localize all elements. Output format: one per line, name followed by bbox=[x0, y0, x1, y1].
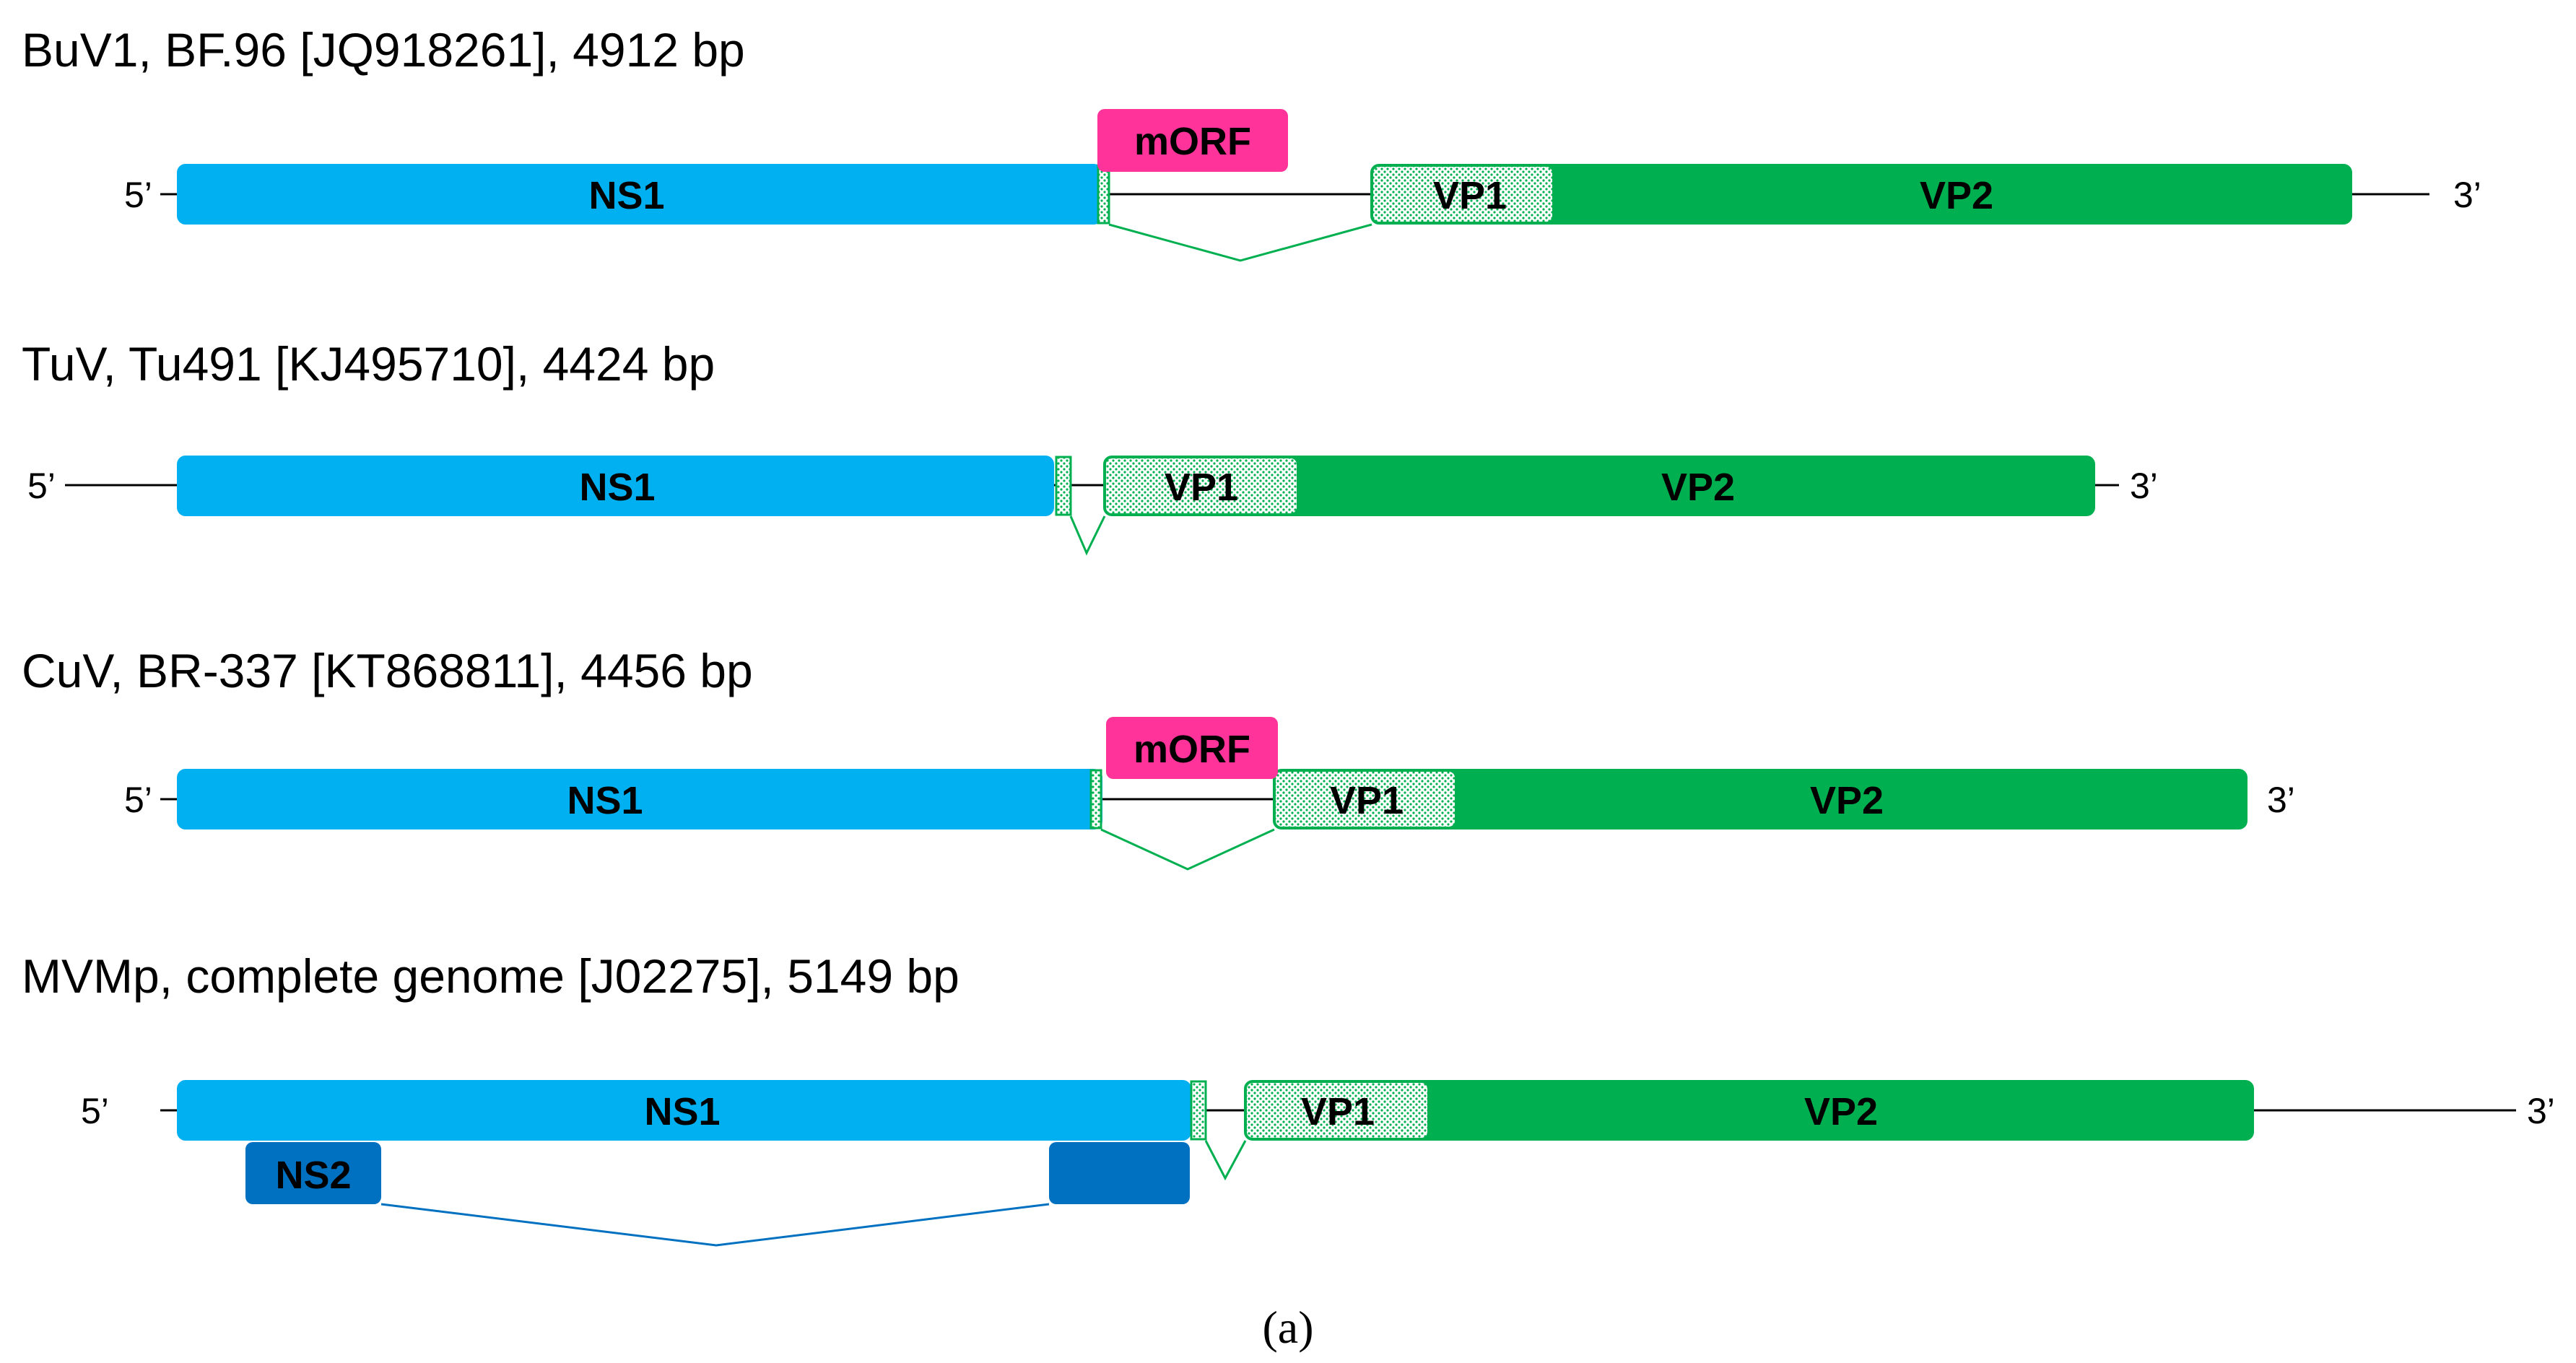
vp2-gene-bar bbox=[1105, 456, 2095, 516]
morf-label: mORF bbox=[1133, 728, 1250, 771]
vp1-splice-line bbox=[1100, 828, 1275, 871]
vp2-gene-bar bbox=[1274, 769, 2248, 829]
vp1-splice-line bbox=[1108, 223, 1372, 262]
vp2-label: VP2 bbox=[1810, 779, 1884, 822]
vp1-label: VP1 bbox=[1301, 1090, 1375, 1133]
vp1-first-exon bbox=[1089, 769, 1102, 829]
ns2-splice-line bbox=[380, 1203, 1050, 1247]
ns1-label: NS1 bbox=[579, 466, 655, 509]
vp2-gene-bar bbox=[1245, 1080, 2254, 1141]
vp2-gene-bar bbox=[1372, 164, 2352, 225]
genome-tuv: TuV, Tu491 [KJ495710], 4424 bp 5’ 3’ NS1… bbox=[22, 337, 2158, 556]
genome-title: BuV1, BF.96 [JQ918261], 4912 bp bbox=[22, 23, 745, 77]
genome-cuv: CuV, BR-337 [KT868811], 4456 bp 5’ 3’ NS… bbox=[22, 644, 2295, 871]
vp1-first-exon bbox=[1097, 164, 1110, 225]
morf-box bbox=[1106, 717, 1278, 779]
morf-label: mORF bbox=[1134, 120, 1251, 163]
three-prime-label: 3’ bbox=[2527, 1091, 2555, 1131]
five-prime-label: 5’ bbox=[81, 1091, 109, 1131]
vp1-unique-region bbox=[1244, 1080, 1430, 1141]
five-prime-label: 5’ bbox=[27, 466, 56, 506]
vp1-unique-region bbox=[1103, 456, 1300, 516]
ns1-label: NS1 bbox=[588, 174, 664, 217]
five-prime-label: 5’ bbox=[124, 780, 152, 820]
genome-title: CuV, BR-337 [KT868811], 4456 bp bbox=[22, 644, 753, 697]
vp1-label: VP1 bbox=[1165, 466, 1238, 509]
three-prime-label: 3’ bbox=[2267, 780, 2295, 820]
ns1-gene-bar bbox=[177, 1080, 1191, 1141]
morf-box bbox=[1097, 109, 1288, 172]
vp1-unique-region bbox=[1370, 164, 1555, 225]
genome-mvmp: MVMp, complete genome [J02275], 5149 bp … bbox=[22, 949, 2555, 1247]
figure-caption: (a) bbox=[1262, 1302, 1313, 1353]
vp1-label: VP1 bbox=[1433, 174, 1507, 217]
vp1-label: VP1 bbox=[1330, 779, 1404, 822]
ns2-exon-2 bbox=[1049, 1142, 1190, 1204]
vp1-first-exon bbox=[1055, 456, 1072, 516]
five-prime-label: 5’ bbox=[124, 175, 152, 215]
vp1-splice-line bbox=[1069, 515, 1106, 556]
three-prime-label: 3’ bbox=[2453, 175, 2481, 215]
ns1-gene-bar bbox=[177, 456, 1054, 516]
genome-title: TuV, Tu491 [KJ495710], 4424 bp bbox=[22, 337, 715, 391]
ns1-label: NS1 bbox=[644, 1090, 720, 1133]
ns1-gene-bar bbox=[177, 164, 1102, 225]
vp1-unique-region bbox=[1273, 769, 1458, 829]
ns2-label: NS2 bbox=[275, 1154, 351, 1197]
vp1-splice-line bbox=[1204, 1140, 1247, 1181]
vp2-label: VP2 bbox=[1661, 466, 1735, 509]
vp1-first-exon bbox=[1190, 1080, 1207, 1141]
genome-buv1: BuV1, BF.96 [JQ918261], 4912 bp 5’ 3’ NS… bbox=[22, 23, 2481, 262]
vp2-label: VP2 bbox=[1920, 174, 1993, 217]
genome-title: MVMp, complete genome [J02275], 5149 bp bbox=[22, 949, 960, 1003]
vp2-label: VP2 bbox=[1804, 1090, 1878, 1133]
ns2-exon-1 bbox=[245, 1142, 381, 1204]
ns1-label: NS1 bbox=[567, 779, 643, 822]
three-prime-label: 3’ bbox=[2130, 466, 2158, 506]
ns1-gene-bar bbox=[177, 769, 1102, 829]
